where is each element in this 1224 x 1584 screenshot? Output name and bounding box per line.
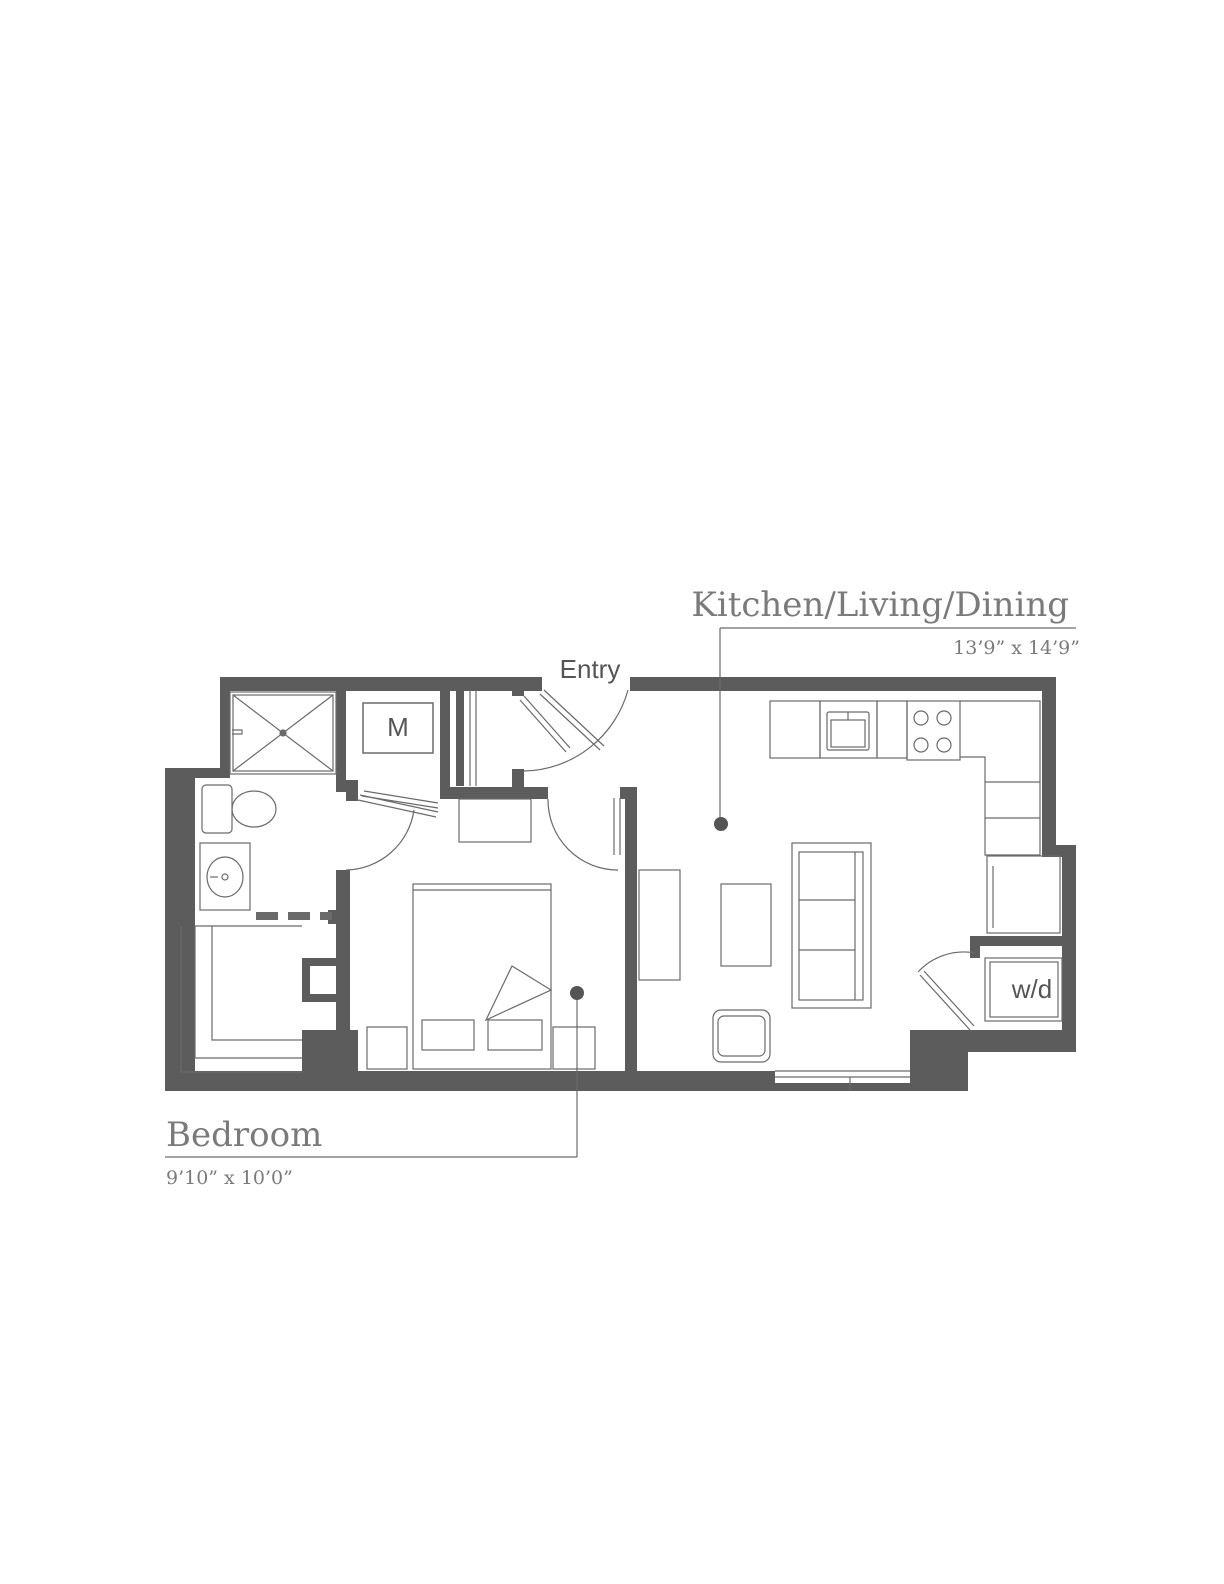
- bathtub: [180, 925, 302, 1073]
- washer-dryer: [984, 957, 1063, 1022]
- bedroom-dimensions: 9’10” x 10’0”: [166, 1167, 293, 1189]
- kitchen-living-dining-title: Kitchen/Living/Dining: [691, 585, 1069, 625]
- cooktop: [906, 700, 961, 761]
- mechanical-unit: [362, 702, 434, 754]
- entry-closet-shelf: [469, 690, 477, 786]
- bedroom-callout: [165, 986, 584, 1158]
- kitchen-callout: [714, 627, 1076, 831]
- coffee-table: [720, 883, 772, 967]
- kitchen-counter: [769, 700, 1041, 856]
- bedroom-door: [547, 798, 621, 871]
- closet-door: [361, 790, 439, 809]
- armchair: [712, 1009, 771, 1063]
- washer-dryer-label: w/d: [1011, 974, 1052, 1004]
- wd-door: [917, 951, 976, 1031]
- window: [775, 1070, 910, 1090]
- nightstand-left: [366, 1026, 408, 1070]
- walls: [165, 677, 1076, 1091]
- entry-label: Entry: [560, 654, 621, 684]
- bedroom-title: Bedroom: [166, 1115, 322, 1155]
- kitchen-sink: [826, 711, 870, 751]
- bed: [412, 883, 553, 1070]
- refrigerator: [986, 855, 1061, 934]
- media-console: [638, 869, 681, 981]
- bathroom-sink: [199, 842, 251, 911]
- mechanical-label: M: [387, 712, 409, 742]
- entry-door: [519, 689, 629, 772]
- toilet: [201, 784, 277, 834]
- shower: [229, 691, 337, 775]
- kitchen-living-dining-dimensions: 13’9” x 14’9”: [953, 637, 1080, 659]
- nightstand-right: [552, 1026, 596, 1070]
- dresser: [458, 798, 532, 843]
- sofa: [791, 842, 872, 1009]
